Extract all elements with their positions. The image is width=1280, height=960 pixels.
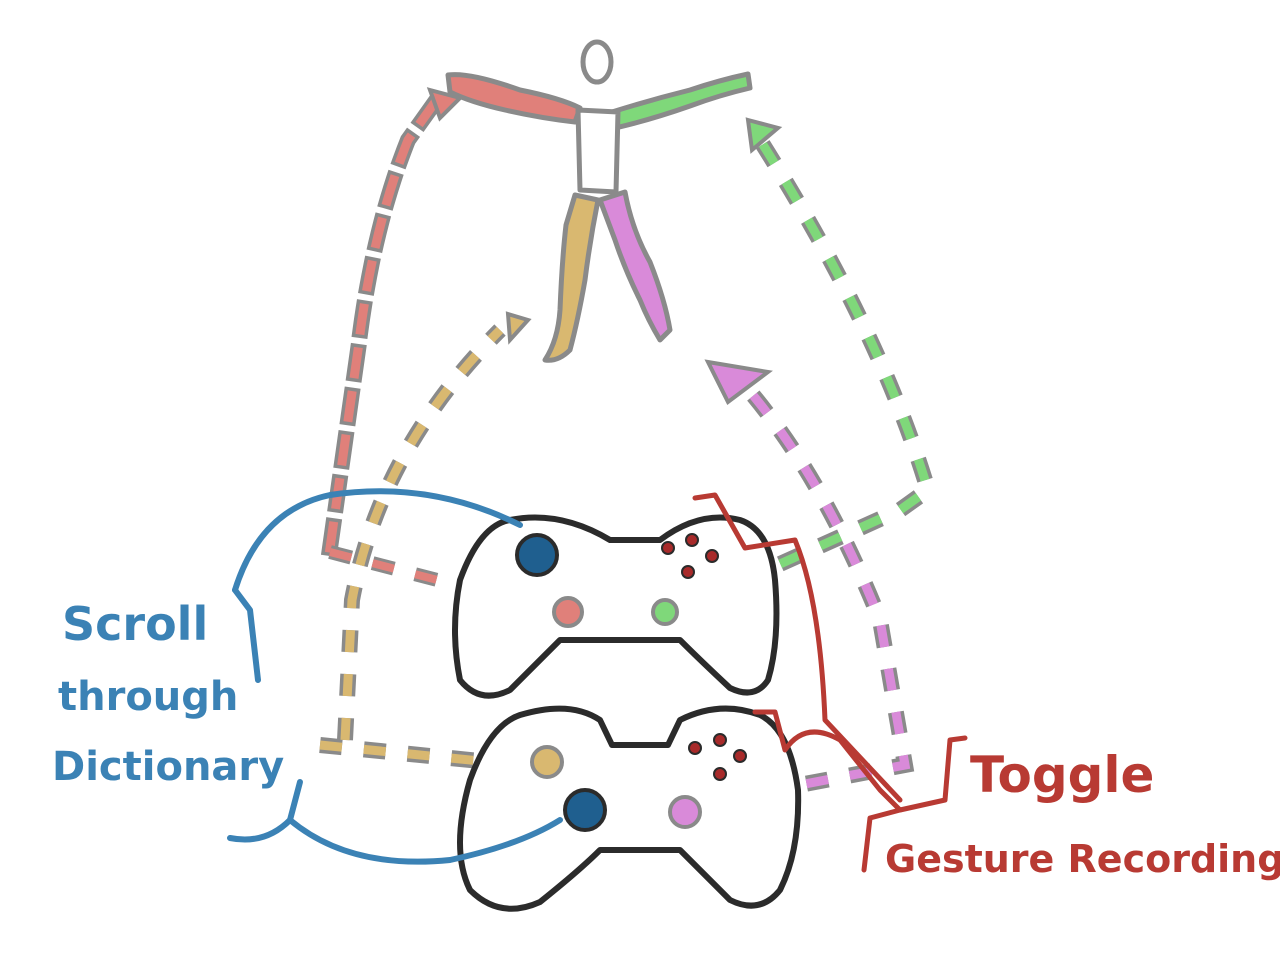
arrow-right-leg [704, 359, 915, 808]
scroll-label-line1: Scroll [62, 597, 208, 651]
arrow-left-leg [319, 311, 532, 773]
face-button [713, 733, 727, 747]
dpad-button [668, 795, 702, 829]
stick-figure-icon [445, 39, 753, 363]
toggle-label-line2: Gesture Recording [885, 837, 1280, 881]
scroll-label-line3: Dictionary [52, 744, 284, 790]
toggle-annotation: Toggle Gesture Recording [692, 492, 1280, 881]
right-stick [563, 788, 607, 832]
face-button [661, 541, 675, 555]
face-button [688, 741, 702, 755]
face-button [681, 565, 695, 579]
face-button [713, 767, 727, 781]
right-stick [651, 598, 679, 626]
figure-head [580, 39, 614, 85]
figure-left-leg [542, 192, 601, 363]
figure-right-leg [597, 189, 673, 343]
face-button [733, 749, 747, 763]
left-stick [530, 745, 564, 779]
dpad-button [552, 596, 584, 628]
figure-torso [575, 107, 621, 195]
gamepad-icon [457, 705, 802, 912]
left-stick [515, 533, 559, 577]
face-button [685, 533, 699, 547]
scroll-label-line2: through [58, 674, 238, 720]
figure-right-arm [609, 71, 753, 131]
arrow-left-arm [320, 86, 562, 619]
controller-top [452, 514, 780, 699]
arrow-right-arm [696, 117, 938, 608]
toggle-label-line1: Toggle [970, 746, 1154, 804]
gamepad-icon [452, 514, 780, 699]
figure-left-arm [445, 72, 583, 125]
controller-bottom [457, 705, 802, 912]
face-button [705, 549, 719, 563]
scroll-annotation: Scroll through Dictionary [52, 488, 563, 865]
